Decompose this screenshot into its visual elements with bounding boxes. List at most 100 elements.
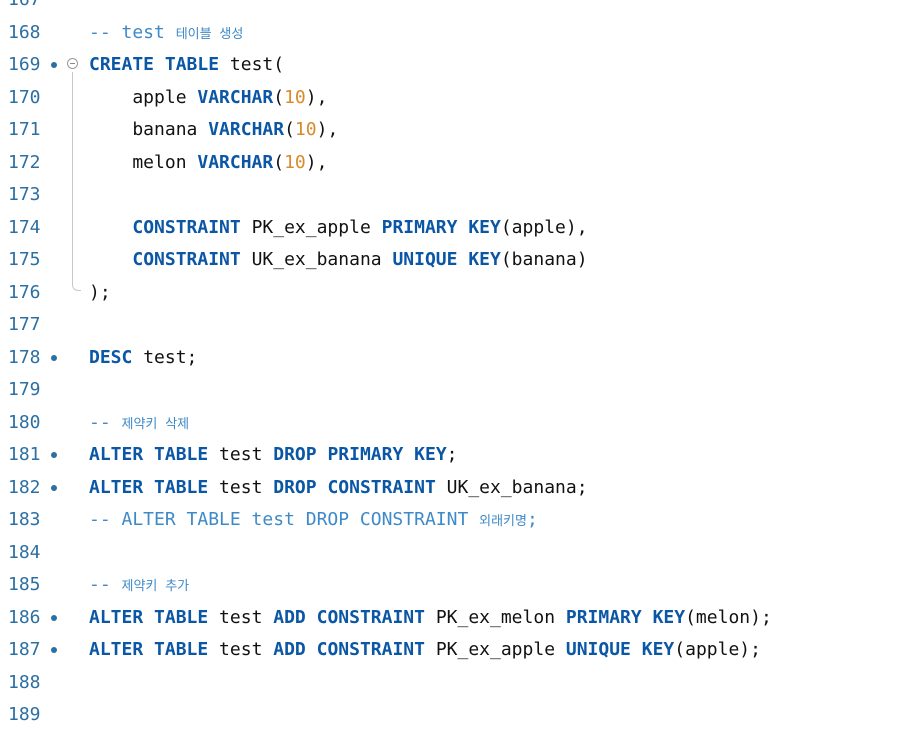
code-line[interactable]: 177 xyxy=(0,309,915,342)
breakpoint-dot-icon[interactable] xyxy=(51,452,57,458)
code-token xyxy=(143,477,154,498)
code-text[interactable]: apple VARCHAR(10), xyxy=(89,86,327,110)
code-text[interactable]: CONSTRAINT PK_ex_apple PRIMARY KEY(apple… xyxy=(89,216,588,240)
code-token xyxy=(143,444,154,465)
code-line[interactable]: 189 xyxy=(0,699,915,732)
code-line[interactable]: 186 ALTER TABLE test ADD CONSTRAINT PK_ex… xyxy=(0,602,915,635)
code-line[interactable]: 170 apple VARCHAR(10), xyxy=(0,82,915,115)
sql-keyword: TABLE xyxy=(164,54,220,75)
code-line[interactable]: 172 melon VARCHAR(10), xyxy=(0,147,915,180)
code-line[interactable]: 173 xyxy=(0,179,915,212)
code-token: test xyxy=(208,606,274,628)
code-text[interactable]: banana VARCHAR(10), xyxy=(89,118,338,142)
sql-keyword: ALTER xyxy=(89,476,144,498)
sql-keyword: ADD xyxy=(273,606,306,628)
sql-keyword: UNIQUE xyxy=(392,249,458,270)
sql-keyword: KEY xyxy=(468,216,501,238)
comment-text-korean: 테이블 생성 xyxy=(175,26,244,42)
fold-guide-end xyxy=(72,282,81,291)
line-number: 175 xyxy=(8,249,41,270)
sql-keyword: CONSTRAINT xyxy=(132,249,241,270)
code-line[interactable]: 184 xyxy=(0,537,915,570)
code-line[interactable]: 182 ALTER TABLE test DROP CONSTRAINT UK_e… xyxy=(0,472,915,505)
code-token: (apple), xyxy=(500,216,588,238)
code-token: melon xyxy=(89,151,198,173)
code-line[interactable]: 168-- test 테이블 생성 xyxy=(0,17,915,50)
line-number: 186 xyxy=(8,606,41,628)
line-number: 177 xyxy=(8,314,41,335)
code-token xyxy=(317,477,328,498)
code-text[interactable]: ALTER TABLE test DROP PRIMARY KEY; xyxy=(89,443,458,467)
comment-text-korean: 외래키명 xyxy=(479,514,527,529)
code-token: banana xyxy=(89,119,209,140)
line-number: 188 xyxy=(8,671,41,693)
line-number: 178 xyxy=(8,346,41,368)
breakpoint-dot-icon[interactable] xyxy=(51,62,57,68)
code-token: test( xyxy=(219,54,285,75)
code-token: apple xyxy=(89,86,198,108)
code-text[interactable]: melon VARCHAR(10), xyxy=(89,151,327,175)
code-text[interactable]: ); xyxy=(89,281,111,305)
code-line[interactable]: 175 CONSTRAINT UK_ex_banana UNIQUE KEY(b… xyxy=(0,244,915,277)
code-token xyxy=(457,217,468,238)
sql-keyword: CONSTRAINT xyxy=(316,639,425,660)
breakpoint-dot-icon[interactable] xyxy=(51,484,57,491)
code-line[interactable]: 188 xyxy=(0,667,915,700)
sql-keyword: TABLE xyxy=(154,606,209,628)
breakpoint-dot-icon[interactable] xyxy=(51,614,57,621)
code-line[interactable]: 174 CONSTRAINT PK_ex_apple PRIMARY KEY(a… xyxy=(0,212,915,245)
line-number: 185 xyxy=(8,574,41,595)
code-line[interactable]: 178 DESC test; xyxy=(0,342,915,375)
line-number: 170 xyxy=(8,86,41,108)
sql-keyword: VARCHAR xyxy=(197,86,274,108)
sql-keyword: ALTER xyxy=(89,639,144,660)
code-token xyxy=(154,54,165,75)
sql-keyword: KEY xyxy=(468,249,501,270)
code-line[interactable]: 180-- 제약키 삭제 xyxy=(0,407,915,440)
comment-text: -- xyxy=(89,574,122,595)
breakpoint-dot-icon[interactable] xyxy=(51,354,57,361)
line-number: 172 xyxy=(8,151,41,173)
sql-keyword: KEY xyxy=(652,606,686,628)
code-token xyxy=(306,639,317,660)
sql-keyword: TABLE xyxy=(154,639,209,660)
code-text[interactable]: CREATE TABLE test( xyxy=(89,53,284,77)
code-line[interactable]: 179 xyxy=(0,374,915,407)
code-line[interactable]: 176); xyxy=(0,277,915,310)
sql-keyword: DROP xyxy=(273,444,317,465)
code-text[interactable]: ALTER TABLE test ADD CONSTRAINT PK_ex_ap… xyxy=(89,638,761,662)
code-line[interactable]: 185 -- 제약키 추가 xyxy=(0,569,915,602)
line-number: 182 xyxy=(8,476,41,498)
code-token: ), xyxy=(305,86,328,108)
line-number: 176 xyxy=(8,281,41,303)
code-line[interactable]: 167 xyxy=(0,0,915,17)
code-token xyxy=(143,607,154,628)
code-text[interactable]: -- 제약키 삭제 xyxy=(89,411,189,437)
code-text[interactable]: CONSTRAINT UK_ex_banana UNIQUE KEY(banan… xyxy=(89,248,587,272)
code-token: test xyxy=(208,444,274,465)
code-text[interactable]: -- ALTER TABLE test DROP CONSTRAINT 외래키명… xyxy=(89,508,538,534)
fold-collapse-icon[interactable] xyxy=(67,58,78,69)
comment-text: -- test xyxy=(89,21,176,43)
sql-keyword: TABLE xyxy=(154,476,209,498)
sql-keyword: PRIMARY xyxy=(381,216,458,238)
code-token: ( xyxy=(273,151,285,173)
comment-text-korean: 제약키 삭제 xyxy=(121,416,190,432)
code-text[interactable]: ALTER TABLE test DROP CONSTRAINT UK_ex_b… xyxy=(89,476,588,500)
code-text[interactable]: ALTER TABLE test ADD CONSTRAINT PK_ex_me… xyxy=(89,606,772,630)
code-token xyxy=(317,444,328,465)
code-text[interactable]: -- test 테이블 생성 xyxy=(89,21,243,47)
code-line[interactable]: 183-- ALTER TABLE test DROP CONSTRAINT 외… xyxy=(0,504,915,537)
line-number: 179 xyxy=(8,379,41,400)
code-text[interactable]: DESC test; xyxy=(89,346,197,370)
code-token: ), xyxy=(305,151,328,173)
code-token: ( xyxy=(273,86,285,108)
breakpoint-dot-icon[interactable] xyxy=(51,647,57,653)
code-text[interactable]: -- 제약키 추가 xyxy=(89,573,189,599)
code-token: ), xyxy=(316,119,339,140)
code-line[interactable]: 171 banana VARCHAR(10), xyxy=(0,114,915,147)
